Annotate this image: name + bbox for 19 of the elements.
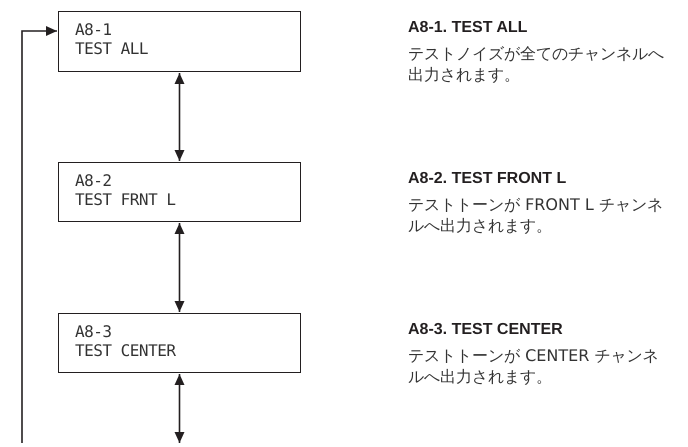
- display-text: TEST ALL: [75, 39, 148, 58]
- display-text: A8-3: [75, 322, 112, 341]
- section-heading: A8-2. TEST FRONT L: [408, 170, 566, 188]
- double-arrow: [174, 73, 184, 161]
- display-box: [58, 313, 301, 373]
- section-heading: A8-1. TEST ALL: [408, 19, 528, 37]
- arrow: [21, 26, 57, 443]
- display-text: A8-1: [75, 20, 112, 39]
- display-box: [58, 11, 301, 72]
- description-text: テストノイズが全てのチャンネルへ出力されます。: [408, 43, 665, 85]
- double-arrow: [174, 223, 184, 312]
- description-text: テストトーンが CENTER チャンネルへ出力されます。: [408, 345, 660, 387]
- display-text: TEST CENTER: [75, 341, 176, 360]
- display-text: TEST FRNT L: [75, 190, 176, 209]
- display-box: [58, 162, 301, 222]
- double-arrow: [174, 374, 184, 443]
- description-text: テストトーンが FRONT L チャンネルへ出力されます。: [408, 194, 664, 236]
- section-heading: A8-3. TEST CENTER: [408, 321, 563, 339]
- display-text: A8-2: [75, 171, 112, 190]
